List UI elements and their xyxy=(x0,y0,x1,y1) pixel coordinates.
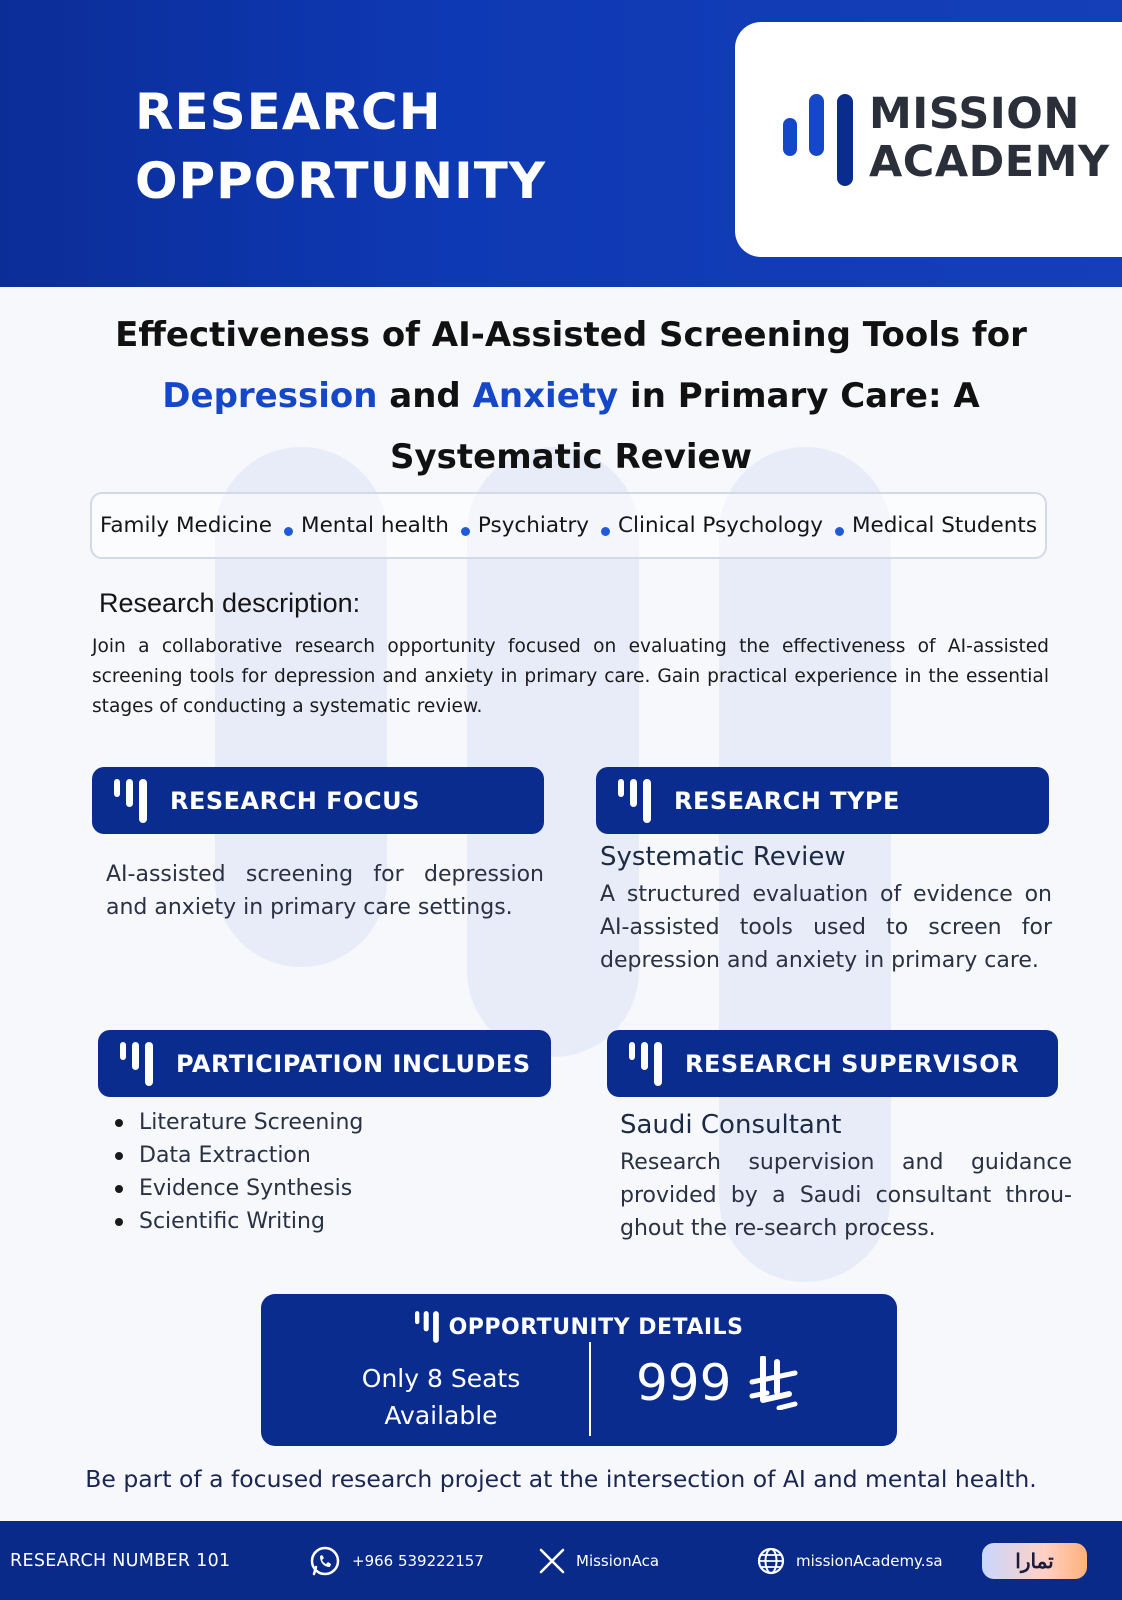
header-banner: RESEARCH OPPORTUNITY MISSION ACADEMY xyxy=(0,0,1122,287)
footer: RESEARCH NUMBER 101 +966 539222157 Missi… xyxy=(0,1521,1122,1600)
whatsapp-icon xyxy=(310,1546,340,1575)
globe-icon xyxy=(757,1547,785,1574)
x-contact[interactable]: MissionAca xyxy=(538,1521,659,1600)
page-title-line2: Depression and Anxiety in Primary Care: … xyxy=(40,366,1102,427)
opportunity-details-label: OPPORTUNITY DETAILS xyxy=(448,1314,744,1340)
x-logo-icon xyxy=(539,1548,565,1573)
price-value: 999 xyxy=(636,1354,732,1412)
header-title-line2: OPPORTUNITY xyxy=(135,152,547,210)
tag-clinical-psychology: Clinical Psychology xyxy=(618,513,823,538)
background-bar-right xyxy=(719,447,891,1282)
participation-label: PARTICIPATION INCLUDES xyxy=(176,1049,531,1078)
logo-card: MISSION ACADEMY xyxy=(735,22,1122,257)
tagline: Be part of a focused research project at… xyxy=(85,1465,1037,1493)
participation-header: PARTICIPATION INCLUDES xyxy=(98,1030,551,1097)
list-item-text: Scientific Writing xyxy=(139,1209,325,1234)
bars-icon xyxy=(414,1311,439,1343)
description-body: Join a collaborative research opportunit… xyxy=(92,636,1049,717)
list-item-text: Evidence Synthesis xyxy=(139,1176,353,1201)
seats-line1: Only 8 Seats xyxy=(361,1364,521,1393)
list-item-text: Literature Screening xyxy=(139,1110,364,1135)
header-title: RESEARCH OPPORTUNITY xyxy=(135,78,546,216)
saudi-riyal-icon xyxy=(749,1356,798,1410)
bullet-dot xyxy=(115,1184,123,1193)
highlight-anxiety: Anxiety xyxy=(472,376,619,416)
title-line2-rest: in Primary Care: A xyxy=(618,376,980,416)
research-focus-text: AI-assisted screening for depression and… xyxy=(106,862,544,920)
logo-text-line1: MISSION xyxy=(869,89,1080,139)
logo-text-line2: ACADEMY xyxy=(869,137,1110,187)
opportunity-details-box: OPPORTUNITY DETAILS Only 8 Seats Availab… xyxy=(261,1294,897,1446)
seats-available: Only 8 Seats Available xyxy=(341,1360,541,1434)
website-link[interactable]: missionAcademy.sa xyxy=(756,1521,943,1600)
tag-mental-health: Mental health xyxy=(301,513,449,538)
tag-separator-dot xyxy=(835,527,844,536)
research-type-heading: Systematic Review xyxy=(600,842,846,872)
list-item: Evidence Synthesis xyxy=(115,1172,363,1205)
tag-separator-dot xyxy=(601,527,611,536)
phone-number: +966 539222157 xyxy=(352,1551,484,1570)
tag-separator-dot xyxy=(460,527,470,536)
research-type-header: RESEARCH TYPE xyxy=(596,767,1049,834)
bullet-dot xyxy=(115,1151,123,1160)
bars-icon xyxy=(618,778,651,823)
list-item: Scientific Writing xyxy=(115,1205,363,1238)
whatsapp-contact[interactable]: +966 539222157 xyxy=(308,1521,484,1600)
page-title-line3: Systematic Review xyxy=(390,437,752,477)
list-item-text: Data Extraction xyxy=(139,1143,311,1168)
tag-family-medicine: Family Medicine xyxy=(99,513,273,538)
mission-academy-logo-icon xyxy=(783,94,853,186)
opportunity-details-header: OPPORTUNITY DETAILS xyxy=(261,1310,897,1344)
tag-medical-students: Medical Students xyxy=(852,513,1038,538)
tamara-badge: تمارا xyxy=(982,1543,1087,1579)
description-heading: Research description: xyxy=(99,588,361,618)
list-item: Data Extraction xyxy=(115,1139,363,1172)
research-number: RESEARCH NUMBER 101 xyxy=(10,1521,230,1600)
details-divider xyxy=(589,1342,591,1436)
price: 999 xyxy=(636,1354,799,1412)
list-item: Literature Screening xyxy=(115,1106,363,1139)
bullet-dot xyxy=(115,1217,123,1226)
research-type-label: RESEARCH TYPE xyxy=(674,786,900,815)
research-focus-label: RESEARCH FOCUS xyxy=(170,786,420,815)
title-and: and xyxy=(377,376,473,416)
logo-text: MISSION ACADEMY xyxy=(869,90,1110,186)
page-title-line1: Effectiveness of AI-Assisted Screening T… xyxy=(115,315,1027,355)
supervisor-label: RESEARCH SUPERVISOR xyxy=(685,1049,1020,1078)
bars-icon xyxy=(114,778,147,823)
research-focus-header: RESEARCH FOCUS xyxy=(92,767,544,834)
tag-separator-dot xyxy=(284,527,294,536)
participation-list: Literature Screening Data Extraction Evi… xyxy=(115,1106,363,1238)
x-handle: MissionAca xyxy=(576,1551,660,1570)
research-number-text: RESEARCH NUMBER 101 xyxy=(10,1550,231,1571)
header-title-line1: RESEARCH xyxy=(135,83,442,141)
research-type-text: A structured evaluation of evidence on A… xyxy=(600,882,1052,973)
website-url: missionAcademy.sa xyxy=(796,1551,943,1570)
bars-icon xyxy=(629,1041,662,1086)
seats-line2: Available xyxy=(384,1401,498,1430)
bullet-dot xyxy=(115,1118,123,1127)
highlight-depression: Depression xyxy=(162,376,378,416)
page-title: Effectiveness of AI-Assisted Screening T… xyxy=(40,305,1102,488)
tamara-badge-text: تمارا xyxy=(1015,1550,1054,1573)
bars-icon xyxy=(120,1041,153,1086)
supervisor-heading: Saudi Consultant xyxy=(620,1110,842,1140)
specialty-tags: Family Medicine Mental health Psychiatry… xyxy=(90,492,1047,559)
supervisor-header: RESEARCH SUPERVISOR xyxy=(607,1030,1058,1097)
supervisor-text: Research supervision and guidance provid… xyxy=(620,1150,1072,1241)
tag-psychiatry: Psychiatry xyxy=(477,513,590,538)
